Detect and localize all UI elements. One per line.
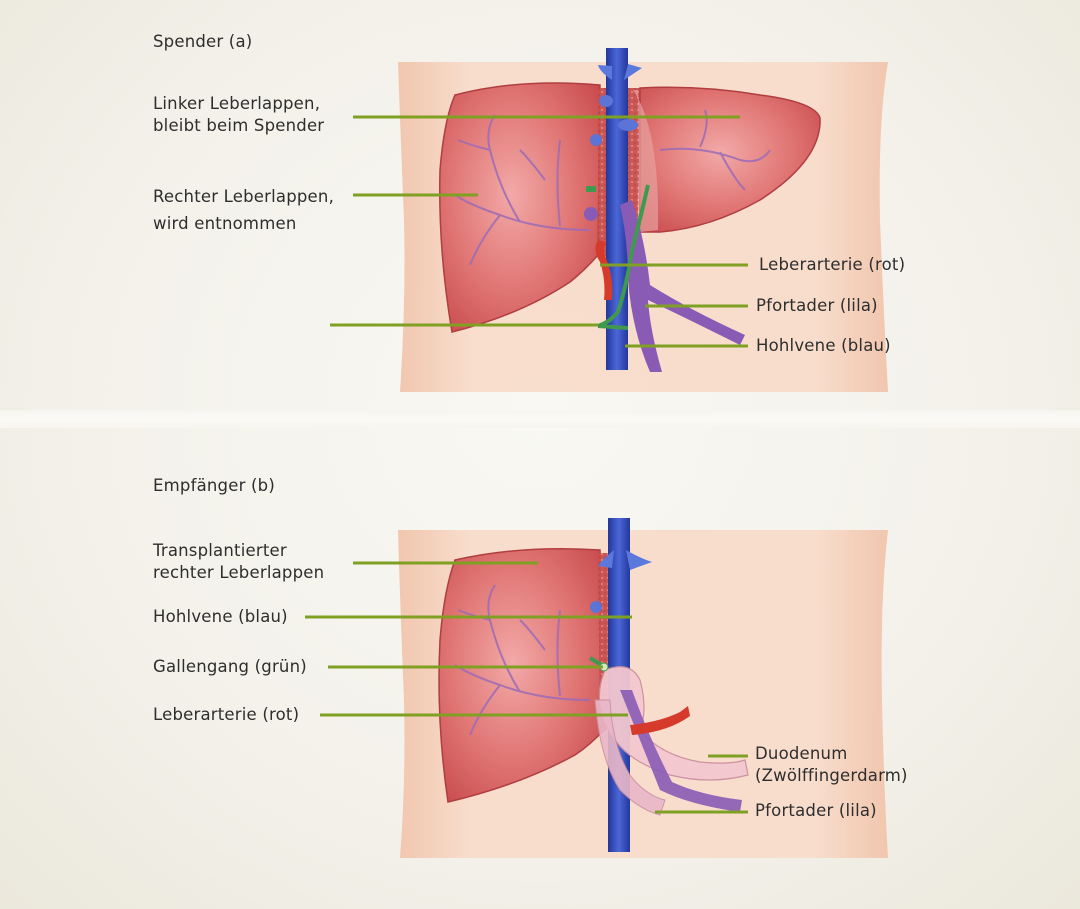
leader-lines bbox=[305, 115, 748, 814]
label-donor-cava: Hohlvene (blau) bbox=[756, 336, 891, 355]
donor-title: Spender (a) bbox=[153, 32, 253, 51]
label-right-lobe-line1: Rechter Leberlappen, bbox=[153, 187, 335, 206]
recipient-title: Empfänger (b) bbox=[153, 476, 275, 495]
donor-bile-duct bbox=[586, 184, 650, 330]
donor-artery bbox=[595, 240, 613, 300]
label-duodenum-line1: Duodenum bbox=[755, 744, 848, 763]
donor-liver bbox=[439, 82, 821, 333]
donor-portal-vein bbox=[584, 200, 745, 372]
label-recipient-portal: Pfortader (lila) bbox=[755, 801, 877, 820]
recipient-duodenum bbox=[594, 666, 749, 816]
label-left-lobe-line2: bleibt beim Spender bbox=[153, 116, 325, 135]
panel-separator bbox=[0, 410, 1080, 428]
label-donor-artery: Leberarterie (rot) bbox=[759, 255, 906, 274]
label-right-lobe: Rechter Leberlappen, wird entnommen bbox=[153, 183, 334, 237]
label-donor-portal: Pfortader (lila) bbox=[756, 296, 878, 315]
label-transplant-line2: rechter Leberlappen bbox=[153, 563, 325, 582]
label-recipient-cava: Hohlvene (blau) bbox=[153, 607, 288, 626]
label-left-lobe-line1: Linker Leberlappen, bbox=[153, 94, 321, 113]
label-recipient-bile: Gallengang (grün) bbox=[153, 657, 307, 676]
label-right-lobe-line2: wird entnommen bbox=[153, 214, 297, 233]
label-recipient-artery: Leberarterie (rot) bbox=[153, 705, 300, 724]
recipient-artery bbox=[630, 706, 690, 735]
label-transplant-line1: Transplantierter bbox=[153, 541, 287, 560]
label-duodenum: Duodenum (Zwölffingerdarm) bbox=[755, 743, 908, 787]
label-left-lobe: Linker Leberlappen, bleibt beim Spender bbox=[153, 93, 324, 137]
label-duodenum-line2: (Zwölffingerdarm) bbox=[755, 766, 908, 785]
label-transplant: Transplantierter rechter Leberlappen bbox=[153, 540, 324, 584]
recipient-portal-vein bbox=[620, 690, 742, 812]
